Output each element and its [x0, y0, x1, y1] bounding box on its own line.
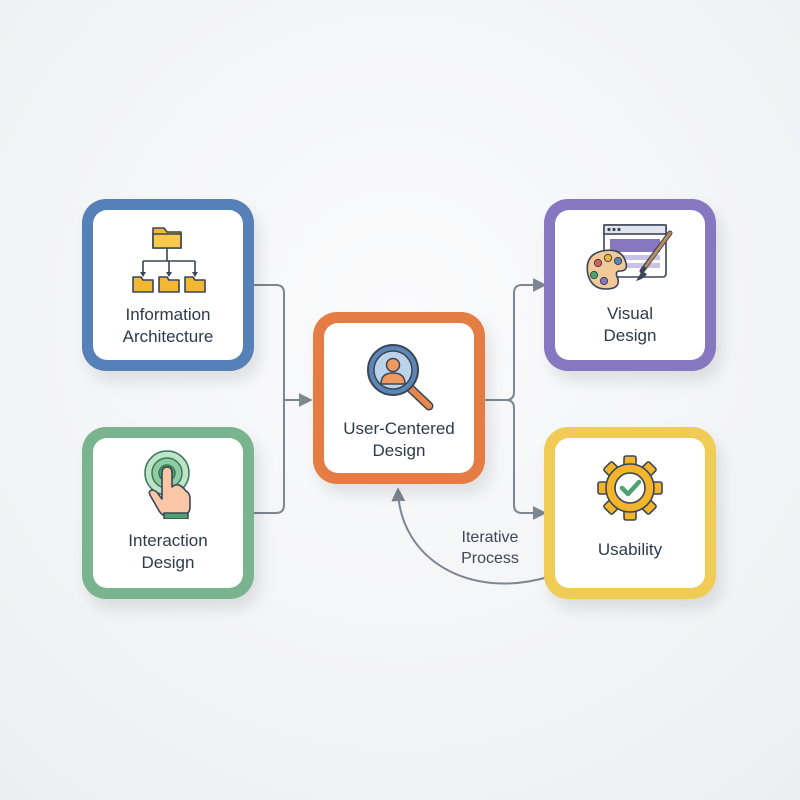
gear-check-icon [597, 455, 663, 521]
touch-gesture-icon [144, 450, 191, 519]
node-information-architecture: Information Architecture [82, 199, 254, 371]
connector-ucd-to-usability [505, 399, 547, 520]
connector-ia-to-ucd [253, 284, 313, 407]
node-label: User-Centered Design [343, 419, 455, 460]
node-label: Interaction Design [128, 531, 208, 572]
palette-browser-icon [586, 224, 673, 290]
node-label: Information Architecture [122, 305, 214, 346]
node-user-centered-design: User-Centered Design [313, 312, 485, 484]
node-label: Usability [597, 540, 663, 559]
node-label: Visual Design [603, 304, 657, 345]
user-search-icon [367, 344, 434, 411]
node-interaction-design: Interaction Design [82, 427, 254, 599]
connector-ucd-to-visual [485, 278, 547, 401]
connector-iterative-process [391, 487, 549, 585]
node-visual-design: Visual Design [544, 199, 716, 371]
iterative-process-label: Iterative Process [461, 529, 519, 567]
connector-id-to-ucd [253, 399, 285, 514]
folder-hierarchy-icon [132, 227, 206, 293]
node-usability: Usability [544, 427, 716, 599]
